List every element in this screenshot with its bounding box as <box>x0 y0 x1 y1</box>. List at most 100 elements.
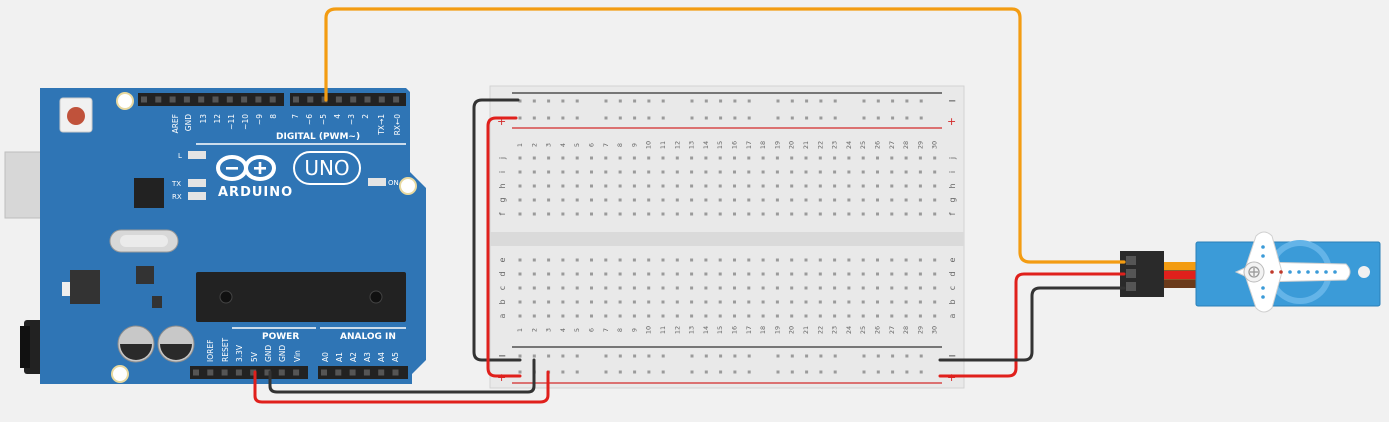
breadboard-hole[interactable] <box>733 370 737 374</box>
wire-rail-power-jumper[interactable] <box>486 116 522 378</box>
breadboard-hole[interactable] <box>861 314 865 318</box>
breadboard-hole[interactable] <box>661 354 665 358</box>
breadboard-hole[interactable] <box>804 156 808 160</box>
breadboard-hole[interactable] <box>690 300 694 304</box>
breadboard-hole[interactable] <box>719 370 723 374</box>
breadboard-hole[interactable] <box>747 116 751 120</box>
breadboard-hole[interactable] <box>718 198 722 202</box>
breadboard-hole[interactable] <box>590 300 593 304</box>
breadboard-hole[interactable] <box>661 99 665 103</box>
header-pin[interactable] <box>363 369 370 376</box>
breadboard-hole[interactable] <box>618 286 622 290</box>
breadboard-hole[interactable] <box>775 314 779 318</box>
breadboard-hole[interactable] <box>804 258 808 262</box>
breadboard-hole[interactable] <box>918 184 922 188</box>
breadboard-hole[interactable] <box>833 354 837 358</box>
breadboard-hole[interactable] <box>661 314 665 318</box>
breadboard-hole[interactable] <box>833 156 837 160</box>
breadboard-hole[interactable] <box>790 370 794 374</box>
breadboard-hole[interactable] <box>618 272 622 276</box>
breadboard-hole[interactable] <box>876 314 879 318</box>
breadboard-hole[interactable] <box>891 99 895 103</box>
breadboard-hole[interactable] <box>661 156 665 160</box>
breadboard-hole[interactable] <box>561 272 565 276</box>
breadboard-hole[interactable] <box>675 212 679 216</box>
breadboard-hole[interactable] <box>632 314 636 318</box>
breadboard-hole[interactable] <box>933 184 937 188</box>
breadboard-hole[interactable] <box>518 156 522 160</box>
breadboard-hole[interactable] <box>891 370 895 374</box>
breadboard-hole[interactable] <box>575 156 579 160</box>
breadboard-hole[interactable] <box>532 314 536 318</box>
breadboard-hole[interactable] <box>675 198 679 202</box>
breadboard-hole[interactable] <box>833 198 837 202</box>
breadboard-hole[interactable] <box>818 184 822 188</box>
breadboard-hole[interactable] <box>933 198 937 202</box>
breadboard-hole[interactable] <box>575 170 579 174</box>
breadboard-hole[interactable] <box>690 272 694 276</box>
breadboard-hole[interactable] <box>618 156 622 160</box>
breadboard-hole[interactable] <box>575 184 579 188</box>
breadboard-hole[interactable] <box>790 258 794 262</box>
breadboard-hole[interactable] <box>604 156 608 160</box>
breadboard-hole[interactable] <box>919 99 923 103</box>
breadboard-hole[interactable] <box>604 314 608 318</box>
breadboard-hole[interactable] <box>647 370 651 374</box>
breadboard-hole[interactable] <box>561 198 565 202</box>
breadboard-hole[interactable] <box>733 170 736 174</box>
breadboard-hole[interactable] <box>561 370 565 374</box>
breadboard-hole[interactable] <box>761 286 765 290</box>
breadboard-hole[interactable] <box>647 170 651 174</box>
breadboard-hole[interactable] <box>547 116 551 120</box>
breadboard-hole[interactable] <box>775 286 779 290</box>
breadboard-hole[interactable] <box>733 258 736 262</box>
breadboard-hole[interactable] <box>518 184 522 188</box>
breadboard-hole[interactable] <box>632 198 636 202</box>
breadboard-hole[interactable] <box>718 170 722 174</box>
breadboard-hole[interactable] <box>747 184 751 188</box>
micro-servo[interactable] <box>1120 231 1381 313</box>
breadboard-hole[interactable] <box>604 198 608 202</box>
breadboard-hole[interactable] <box>647 286 651 290</box>
breadboard-hole[interactable] <box>547 300 551 304</box>
breadboard-hole[interactable] <box>733 354 737 358</box>
breadboard-hole[interactable] <box>632 258 636 262</box>
breadboard-hole[interactable] <box>690 354 694 358</box>
breadboard-hole[interactable] <box>790 99 794 103</box>
breadboard-hole[interactable] <box>690 170 694 174</box>
breadboard-hole[interactable] <box>918 286 922 290</box>
breadboard-hole[interactable] <box>604 99 608 103</box>
breadboard-hole[interactable] <box>532 354 536 358</box>
breadboard-hole[interactable] <box>675 156 679 160</box>
breadboard-hole[interactable] <box>590 212 593 216</box>
breadboard-hole[interactable] <box>918 272 922 276</box>
breadboard-hole[interactable] <box>775 170 779 174</box>
breadboard-hole[interactable] <box>804 286 808 290</box>
breadboard-hole[interactable] <box>547 170 551 174</box>
breadboard-hole[interactable] <box>790 184 794 188</box>
breadboard-hole[interactable] <box>718 272 722 276</box>
breadboard-hole[interactable] <box>775 184 779 188</box>
breadboard-hole[interactable] <box>704 370 708 374</box>
breadboard-hole[interactable] <box>876 272 879 276</box>
breadboard-hole[interactable] <box>747 370 751 374</box>
breadboard-hole[interactable] <box>632 184 636 188</box>
breadboard-hole[interactable] <box>532 184 536 188</box>
breadboard-hole[interactable] <box>861 300 865 304</box>
breadboard-hole[interactable] <box>647 258 651 262</box>
breadboard-hole[interactable] <box>747 354 751 358</box>
breadboard-hole[interactable] <box>675 258 679 262</box>
breadboard-hole[interactable] <box>847 184 851 188</box>
breadboard-hole[interactable] <box>847 286 851 290</box>
breadboard-hole[interactable] <box>890 258 894 262</box>
breadboard-hole[interactable] <box>590 272 593 276</box>
breadboard-hole[interactable] <box>847 300 851 304</box>
breadboard-hole[interactable] <box>719 354 723 358</box>
breadboard-hole[interactable] <box>918 300 922 304</box>
breadboard-hole[interactable] <box>862 99 866 103</box>
breadboard-hole[interactable] <box>847 170 851 174</box>
breadboard-hole[interactable] <box>590 170 593 174</box>
breadboard-hole[interactable] <box>618 170 622 174</box>
breadboard-hole[interactable] <box>804 212 808 216</box>
breadboard-hole[interactable] <box>905 99 909 103</box>
